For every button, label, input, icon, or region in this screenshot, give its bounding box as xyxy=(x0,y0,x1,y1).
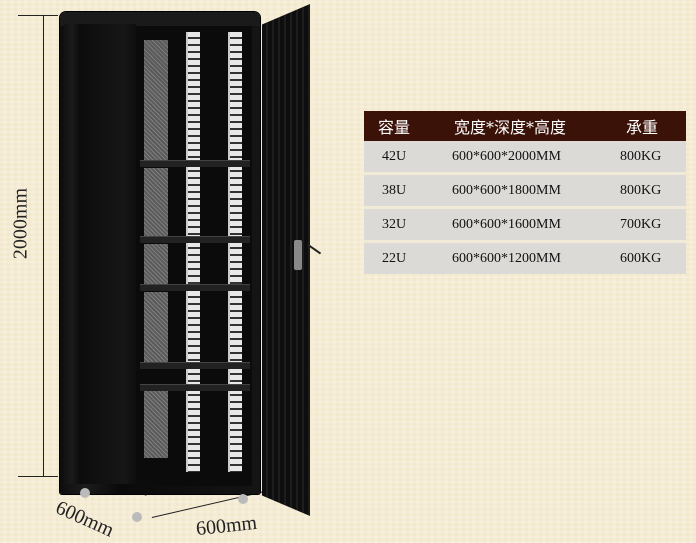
cabinet-side-panel xyxy=(64,24,136,484)
caster-wheel xyxy=(238,494,248,504)
cell-dimensions: 600*600*2000MM xyxy=(452,148,561,164)
height-dim-line xyxy=(43,15,44,477)
header-dimensions: 宽度*深度*高度 xyxy=(454,118,567,137)
height-dim-top-tick xyxy=(18,15,58,16)
table-row: 38U 600*600*1800MM 800KG xyxy=(364,172,686,206)
door-handle xyxy=(294,240,302,270)
cabinet-shelf xyxy=(140,284,250,291)
table-row: 42U 600*600*2000MM 800KG xyxy=(364,141,686,172)
cell-capacity: 38U xyxy=(382,182,407,198)
height-dim-bottom-tick xyxy=(18,476,58,477)
caster-wheel xyxy=(80,488,90,498)
cell-dimensions: 600*600*1800MM xyxy=(452,182,561,198)
cabinet-top xyxy=(60,12,260,26)
width-label: 600mm xyxy=(194,511,259,541)
cell-dimensions: 600*600*1600MM xyxy=(452,216,561,232)
spec-table-header: 容量 宽度*深度*高度 承重 xyxy=(364,111,686,141)
header-load: 承重 xyxy=(626,118,659,137)
spec-table: 容量 宽度*深度*高度 承重 42U 600*600*2000MM 800KG … xyxy=(364,111,686,274)
cell-capacity: 32U xyxy=(382,216,407,232)
rear-mesh-panel xyxy=(144,244,168,284)
cell-load: 800KG xyxy=(620,148,662,164)
cell-dimensions: 600*600*1200MM xyxy=(452,250,561,266)
cabinet-shelf xyxy=(140,236,250,243)
height-label: 2000mm xyxy=(9,187,32,260)
mounting-rail-right xyxy=(228,32,242,472)
cell-load: 600KG xyxy=(620,250,662,266)
cell-capacity: 22U xyxy=(382,250,407,266)
header-capacity: 容量 xyxy=(378,118,411,137)
cabinet-shelf xyxy=(140,384,250,391)
rear-mesh-panel xyxy=(144,168,168,236)
table-row: 22U 600*600*1200MM 600KG xyxy=(364,240,686,274)
rear-mesh-panel xyxy=(144,292,168,362)
rear-mesh-panel xyxy=(144,40,168,160)
table-row: 32U 600*600*1600MM 700KG xyxy=(364,206,686,240)
mounting-rail-left xyxy=(186,32,200,472)
cell-load: 800KG xyxy=(620,182,662,198)
cell-load: 700KG xyxy=(620,216,662,232)
cabinet-shelf xyxy=(140,362,250,369)
server-cabinet-image xyxy=(60,12,260,522)
cell-capacity: 42U xyxy=(382,148,407,164)
cabinet-shelf xyxy=(140,160,250,167)
cabinet-front-door xyxy=(262,4,310,516)
caster-wheel xyxy=(132,512,142,522)
rear-mesh-panel xyxy=(144,388,168,458)
